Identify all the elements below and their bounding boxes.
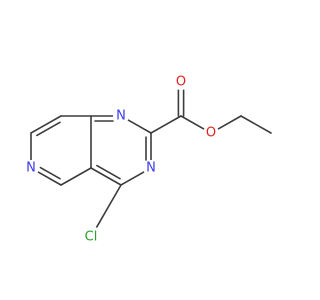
atom-n6-label: N: [26, 161, 36, 176]
bond-ch2-ch3: [240, 115, 272, 134]
atom-cl-label: Cl: [85, 230, 98, 245]
bond-layer: [30, 89, 272, 230]
bond-n1-c2: [127, 119, 152, 134]
atom-n1-label: N: [116, 109, 126, 124]
bond-o2-ch2: [217, 115, 242, 130]
atom-o-ester-label: O: [206, 126, 216, 141]
bond-c4-c4a: [90, 167, 122, 186]
atom-o-carbonyl-background: [173, 74, 189, 90]
atom-cl-background: [80, 226, 102, 248]
atom-o-carbonyl: O: [173, 74, 189, 90]
atom-cl: Cl: [80, 226, 102, 248]
atom-n3-background: [143, 160, 159, 176]
bond-cc-o2: [180, 115, 205, 130]
atom-n6-background: [23, 160, 39, 176]
bond-c5-n6-inner: [39, 166, 61, 180]
bond-c4-cl: [95, 184, 122, 230]
atom-n3: N: [143, 160, 159, 176]
atom-o-ester: O: [203, 125, 219, 141]
bond-c7-c8: [30, 115, 62, 134]
bond-c7-c8-inner: [36, 121, 61, 137]
atom-n3-label: N: [146, 161, 156, 176]
atom-n6: N: [23, 160, 39, 176]
atom-n1-background: [113, 108, 129, 124]
atom-o-ester-background: [203, 125, 219, 141]
bond-c4-c4a-inner: [96, 164, 121, 180]
bond-n3-c4: [120, 171, 145, 186]
bond-c4a-c5: [60, 167, 92, 186]
atom-o-carbonyl-label: O: [176, 75, 186, 90]
bond-c2-cc: [150, 115, 182, 134]
atom-n1: N: [113, 108, 129, 124]
atom-layer: N N N Cl O O: [23, 74, 219, 248]
molecule-structure: N N N Cl O O: [23, 74, 272, 248]
bond-c5-n6: [37, 171, 62, 186]
